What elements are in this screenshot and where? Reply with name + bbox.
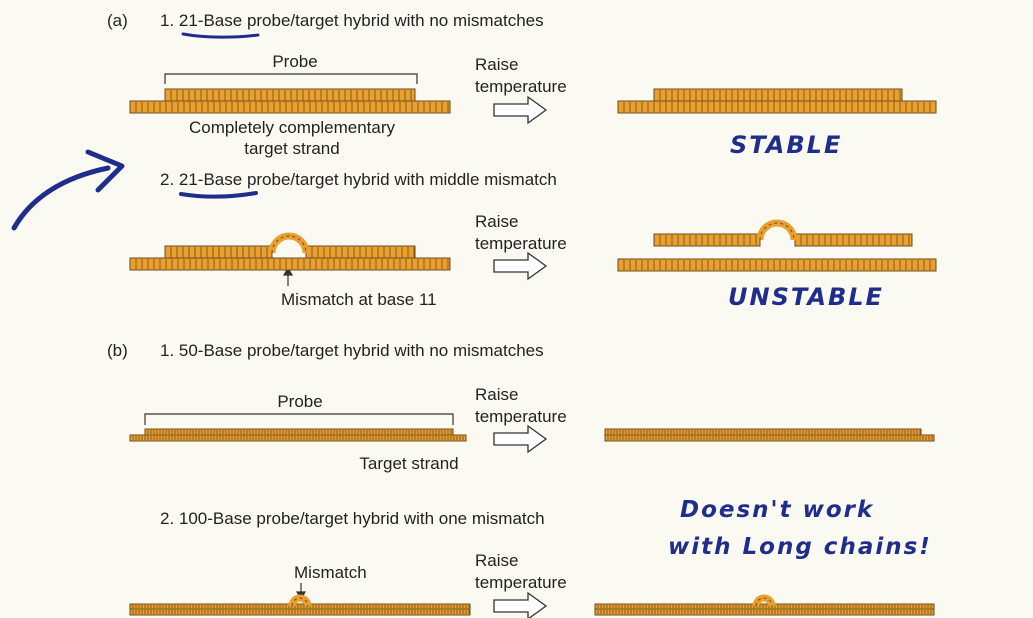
target-strand-b1-after-bases [607, 436, 933, 440]
temperature-label-a1: temperature [475, 77, 567, 96]
raise-label-b1: Raise [475, 385, 519, 404]
probe-label-a1: Probe [272, 52, 318, 71]
underline-a1 [181, 32, 260, 39]
probe-strand-b1 [144, 428, 454, 436]
target-strand-a2-after [617, 258, 937, 272]
temperature-label-b1: temperature [475, 407, 567, 426]
temperature-label-b2: temperature [475, 573, 567, 592]
mismatch-pointer-a2 [282, 266, 294, 286]
probe-strand-a2-after-right-bases [800, 235, 910, 245]
mismatch-bubble-b2-after-edge [755, 597, 773, 607]
mismatch-bubble-a2-edge [271, 235, 307, 254]
target-label-b1: Target strand [359, 454, 459, 473]
raise-label-a1: Raise [475, 55, 519, 74]
probe-strand-a2-after-left-bases [659, 235, 757, 245]
underline-a2 [179, 191, 258, 199]
handwritten-arrowhead [85, 149, 125, 193]
mismatch-bubble-b2-edge [291, 597, 309, 607]
handwritten-unstable: UNSTABLE [728, 283, 884, 311]
target-label-a1-line1: Completely complementary [189, 118, 395, 137]
target-strand-a1-bases [135, 102, 449, 112]
strand-layer [129, 88, 937, 616]
probe-strand-a1-after-bases [659, 90, 901, 101]
mismatch-label-b2: Mismatch [294, 563, 367, 582]
target-strand-b2-after [594, 608, 935, 616]
probe-strand-a2-left [164, 245, 273, 260]
probe-label-b1: Probe [277, 392, 323, 411]
target-strand-a2-bases [135, 259, 449, 269]
raise-temperature-arrow-a1 [493, 95, 548, 125]
probe-strand-b2-after-bases [597, 605, 932, 608]
temperature-label-a2: temperature [475, 234, 567, 253]
probe-strand-a1-after [653, 88, 903, 103]
probe-strand-a1 [164, 88, 416, 103]
case-b2-title: 2. 100-Base probe/target hybrid with one… [160, 509, 545, 528]
target-strand-a1-after [617, 100, 937, 114]
target-strand-b2 [129, 608, 471, 616]
mismatch-label-a2: Mismatch at base 11 [281, 290, 437, 309]
probe-strand-a1-bases [170, 90, 412, 101]
mismatch-bubble-a2-after [756, 219, 798, 241]
target-strand-b1-after [604, 434, 935, 442]
probe-bracket-b1 [144, 413, 454, 425]
raise-temperature-arrow-b1 [493, 424, 548, 454]
probe-strand-b1-after-bases [607, 430, 921, 434]
probe-strand-b1-after [604, 428, 922, 436]
case-b1-title: 1. 50-Base probe/target hybrid with no m… [160, 341, 544, 360]
raise-temperature-arrow-b2 [493, 591, 548, 618]
section-a-label: (a) [107, 11, 128, 30]
probe-strand-b2-bases [132, 605, 470, 608]
probe-strand-a2-right [305, 245, 416, 260]
handwritten-stable: STABLE [730, 131, 843, 159]
mismatch-bubble-a2 [268, 232, 310, 254]
target-strand-b2-bases [132, 610, 470, 614]
target-strand-b2-after-bases [597, 610, 932, 614]
raise-label-b2: Raise [475, 551, 519, 570]
raise-temperature-arrow-a2 [493, 251, 548, 281]
section-b-label: (b) [107, 341, 128, 360]
target-label-a1-line2: target strand [244, 139, 340, 158]
target-strand-a1-after-bases [623, 102, 931, 112]
probe-strand-a2-right-bases [311, 247, 415, 258]
probe-strand-a2-left-bases [170, 247, 268, 258]
case-a1-title: 1. 21-Base probe/target hybrid with no m… [160, 11, 544, 30]
handwritten-note-line2: with Long chains! [668, 534, 932, 560]
probe-bracket-a1 [164, 73, 418, 84]
handwritten-note-line1: Doesn't work [680, 497, 875, 523]
handwritten-curved-arrow [11, 165, 111, 231]
probe-strand-a2-after-right [794, 233, 913, 247]
case-a2-title: 2. 21-Base probe/target hybrid with midd… [160, 170, 557, 189]
mismatch-bubble-a2-after-edge [759, 222, 795, 241]
target-strand-a2-after-bases [623, 260, 931, 270]
raise-label-a2: Raise [475, 212, 519, 231]
probe-strand-b1-bases [147, 430, 452, 434]
target-strand-b1-bases [132, 436, 464, 440]
